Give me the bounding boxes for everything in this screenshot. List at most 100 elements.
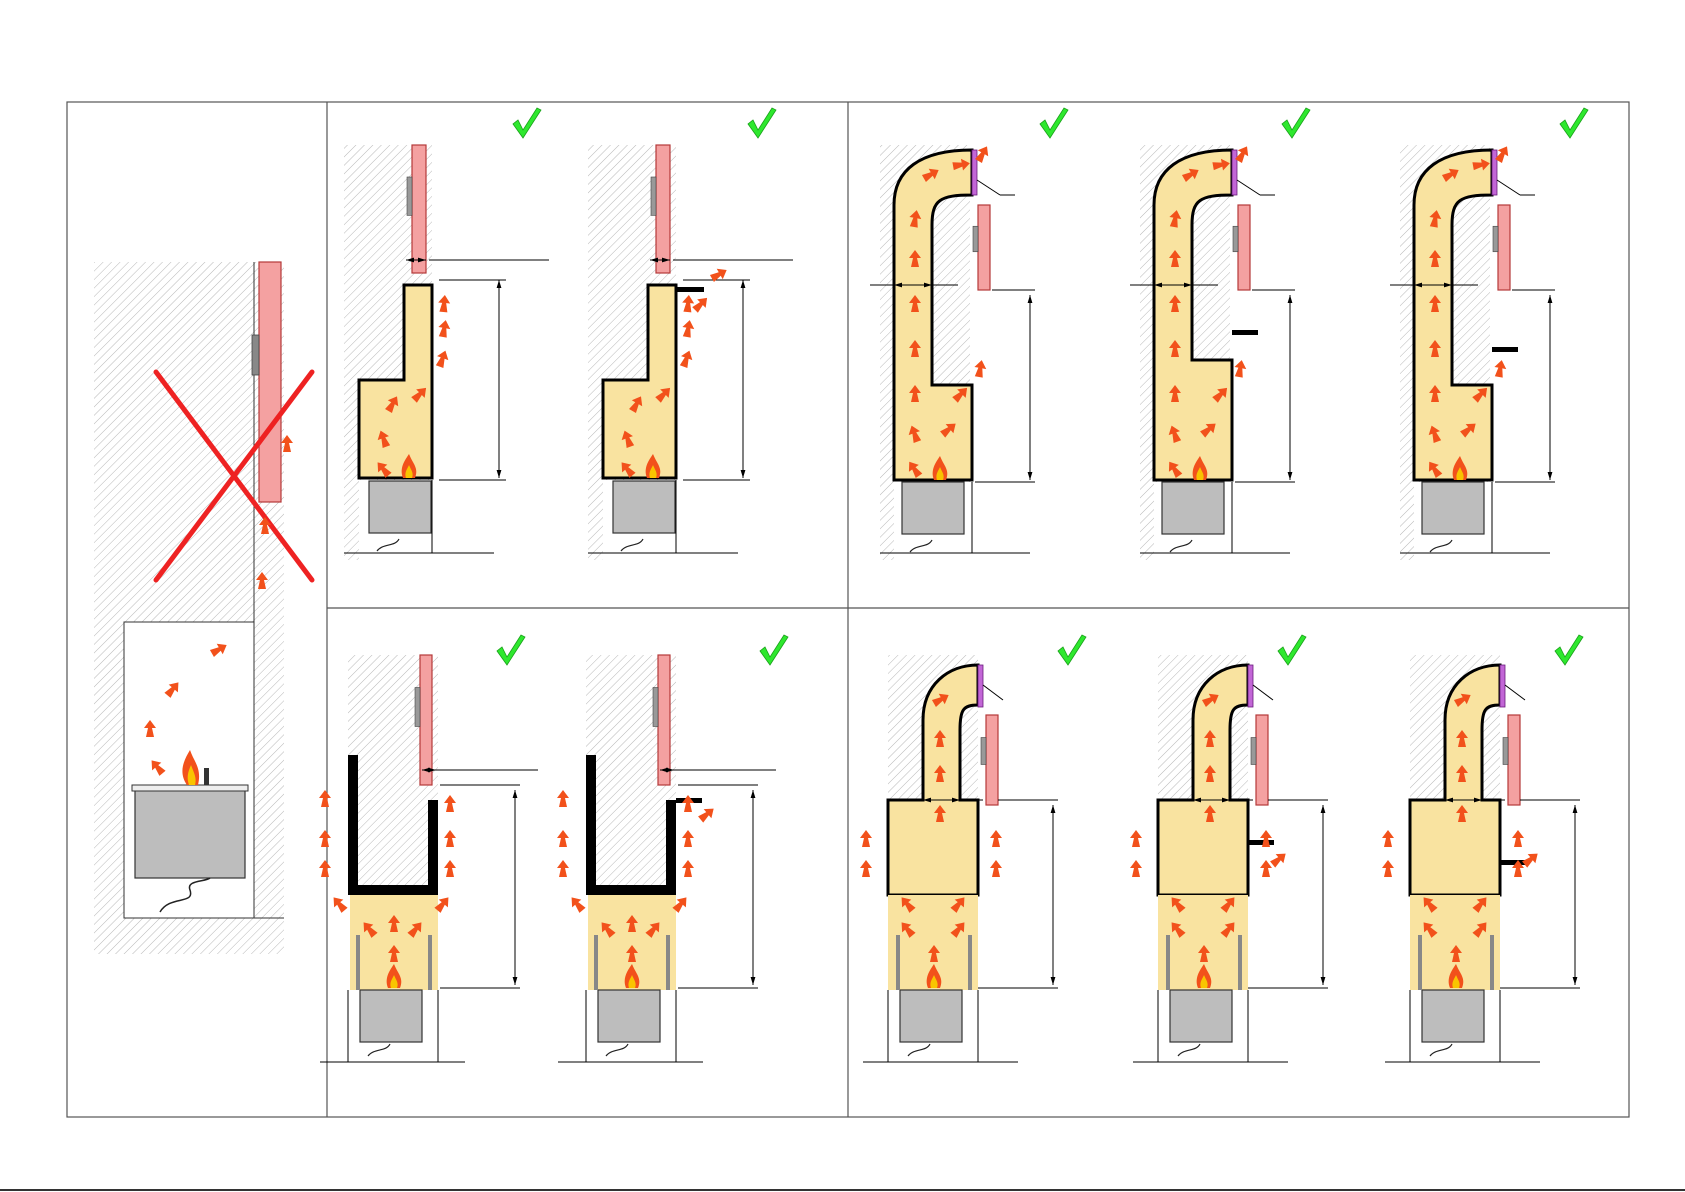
- vent-grille: [1248, 665, 1253, 707]
- burner-knob: [204, 768, 209, 785]
- vent-grille: [972, 150, 977, 195]
- burner-cable: [368, 1044, 390, 1056]
- arrow-icon: [682, 795, 694, 812]
- tv-screen: [259, 262, 281, 502]
- tv-mount: [1233, 226, 1238, 252]
- sheet-frame: [67, 102, 1629, 1117]
- arrow-icon: [1521, 849, 1542, 869]
- arrow-icon: [437, 319, 452, 338]
- panel-bottom-simple: [320, 655, 538, 1062]
- tv-screen: [1256, 715, 1268, 805]
- support-rod: [666, 935, 670, 990]
- support-rod: [1166, 935, 1170, 990]
- support-rod: [356, 935, 360, 990]
- arrow-icon: [1130, 860, 1142, 877]
- arrow-icon: [557, 860, 569, 877]
- check-mark-icon: [760, 635, 788, 665]
- tv-screen: [1498, 205, 1510, 290]
- burner-top: [132, 785, 248, 791]
- burner-box: [1170, 990, 1232, 1042]
- arrow-icon: [1269, 849, 1290, 869]
- burner-box: [369, 481, 431, 533]
- deflector-shelf: [1500, 860, 1526, 865]
- arrow-icon: [434, 349, 451, 369]
- burner-box: [1422, 482, 1484, 534]
- panel-top-simple: [344, 145, 549, 560]
- burner-box: [598, 990, 660, 1042]
- arrow-icon: [1260, 860, 1272, 877]
- tv-mount: [1251, 738, 1256, 765]
- check-mark-icon: [1278, 635, 1306, 665]
- arrow-icon: [1382, 830, 1394, 847]
- tv-mount: [973, 226, 978, 252]
- support-rod: [896, 935, 900, 990]
- support-rod: [1238, 935, 1242, 990]
- deflector-shelf: [1492, 347, 1518, 352]
- burner-cable: [1178, 1044, 1200, 1056]
- support-rod: [1490, 935, 1494, 990]
- arrow-icon: [1512, 830, 1524, 847]
- burner-box: [1422, 990, 1484, 1042]
- panel-top-simple: [588, 145, 793, 560]
- vent-grille: [1232, 150, 1237, 195]
- tv-screen: [1508, 715, 1520, 805]
- tv-mount: [981, 738, 986, 765]
- arrow-icon: [1493, 359, 1508, 378]
- burner-box: [135, 790, 245, 878]
- check-mark-icon: [1040, 108, 1068, 138]
- support-rod: [428, 935, 432, 990]
- tv-mount: [653, 688, 658, 727]
- tv-screen: [412, 145, 426, 273]
- arrow-icon: [557, 830, 569, 847]
- check-mark-icon: [513, 108, 541, 138]
- check-mark-icon: [1560, 108, 1588, 138]
- arrow-icon: [990, 860, 1002, 877]
- check-mark-icon: [748, 108, 776, 138]
- arrow-icon: [682, 860, 694, 877]
- leader-line: [1497, 180, 1520, 195]
- arrow-icon: [437, 295, 450, 313]
- arrow-icon: [990, 830, 1002, 847]
- support-rod: [968, 935, 972, 990]
- arrow-icon: [860, 860, 872, 877]
- arrow-icon: [444, 860, 456, 877]
- check-mark-icon: [1058, 635, 1086, 665]
- burner-box: [1162, 482, 1224, 534]
- arrow-icon: [329, 893, 349, 914]
- arrow-icon: [678, 349, 695, 369]
- leader-line: [1505, 685, 1525, 700]
- check-mark-icon: [1282, 108, 1310, 138]
- leader-line: [1237, 180, 1260, 195]
- tv-mount: [407, 177, 412, 215]
- tv-mount: [651, 177, 656, 215]
- burner-box: [613, 481, 675, 533]
- tv-mount: [1493, 226, 1498, 252]
- tv-mount: [252, 335, 259, 375]
- arrow-icon: [709, 265, 730, 284]
- vent-grille: [978, 665, 983, 707]
- leader-line: [983, 685, 1003, 700]
- arrow-icon: [1130, 830, 1142, 847]
- tv-screen: [420, 655, 432, 785]
- vent-grille: [1500, 665, 1505, 707]
- arrow-icon: [444, 830, 456, 847]
- leader-line: [1253, 685, 1273, 700]
- burner-box: [902, 482, 964, 534]
- arrow-icon: [681, 319, 696, 338]
- panel-rejected-installation: [94, 262, 312, 954]
- arrow-icon: [681, 295, 694, 313]
- arrow-icon: [691, 294, 712, 315]
- panel-top-curved: [1390, 145, 1555, 560]
- arrow-icon: [1382, 860, 1394, 877]
- panel-top-curved: [870, 145, 1035, 560]
- arrow-icon: [860, 830, 872, 847]
- deflector-shelf: [1248, 840, 1274, 845]
- support-rod: [594, 935, 598, 990]
- deflector-shelf: [1232, 330, 1258, 335]
- panel-bottom-curved: [863, 655, 1058, 1062]
- arrow-icon: [319, 790, 331, 807]
- tv-mount: [415, 688, 420, 727]
- arrow-icon: [319, 860, 331, 877]
- arrow-icon: [973, 359, 988, 378]
